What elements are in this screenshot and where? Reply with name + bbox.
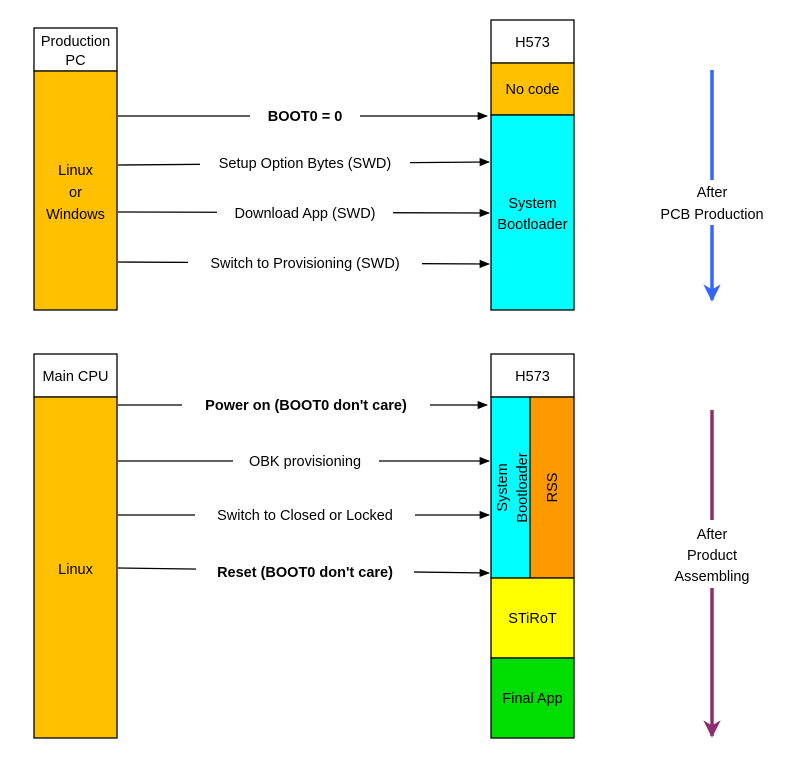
arrow-label-reset: Reset (BOOT0 don't care) [217,565,393,581]
stirot-label: STiRoT [508,611,557,627]
rss-block [529,396,575,579]
top-arrow-option-bytes: Setup Option Bytes (SWD) [117,153,491,173]
timeline-bottom-line1: After [697,527,728,543]
no-code-block [490,62,575,116]
timeline-bottom-line3: Assembling [675,569,750,585]
host-os-line2: or [69,185,82,201]
bottom-arrow-reset: Reset (BOOT0 don't care) [117,562,491,582]
arrow-label-power-on: Power on (BOOT0 don't care) [205,398,407,414]
target-title: H573 [515,369,550,385]
bootloader-line2: Bootloader [515,452,531,522]
target-title: H573 [515,35,550,51]
final-app-label: Final App [502,691,562,707]
arrow-label-closed-locked: Switch to Closed or Locked [217,508,393,524]
production-pc-host: Production PC Linux or Windows [33,27,118,311]
top-arrow-provisioning: Switch to Provisioning (SWD) [117,253,491,273]
timeline-product-assembling: After Product Assembling [640,410,784,738]
top-arrow-download-app: Download App (SWD) [117,203,491,223]
timeline-pcb-production: After PCB Production [640,70,784,302]
bottom-arrow-obk-provisioning: OBK provisioning [118,451,491,471]
timeline-top-line2: PCB Production [660,207,763,223]
host-title-line2: PC [65,53,85,69]
stirot-block [490,577,575,659]
bottom-arrow-closed-locked: Switch to Closed or Locked [118,505,491,525]
h573-target-bottom: H573 System Bootloader RSS STiRoT Final … [490,353,575,739]
host-title: Main CPU [42,369,108,385]
host-title-line1: Production [41,34,110,50]
bottom-arrow-power-on: Power on (BOOT0 don't care) [118,395,489,415]
bootloader-line1: System [508,196,556,212]
arrow-label-obk-provisioning: OBK provisioning [249,454,361,470]
host-os-line3: Windows [46,207,105,223]
no-code-label: No code [505,82,559,98]
timeline-bottom-line2: Product [687,548,737,564]
rss-label: RSS [545,473,561,503]
arrow-label-boot0: BOOT0 = 0 [268,109,343,125]
h573-target-top: H573 No code System Bootloader [490,19,575,311]
host-os-line1: Linux [58,163,93,179]
bootloader-line1: System [495,463,511,511]
main-cpu-host: Main CPU Linux [33,353,118,739]
arrow-label-provisioning: Switch to Provisioning (SWD) [210,256,399,272]
arrow-label-download-app: Download App (SWD) [234,206,375,222]
top-arrow-boot0: BOOT0 = 0 [118,106,489,126]
system-bootloader-block [490,396,531,579]
system-bootloader-block [490,114,575,311]
arrow-label-option-bytes: Setup Option Bytes (SWD) [219,156,391,172]
host-body [33,70,118,311]
host-body [33,396,118,739]
final-app-block [490,657,575,739]
bootloader-line2: Bootloader [497,217,567,233]
timeline-top-line1: After [697,185,728,201]
host-os: Linux [58,562,93,578]
